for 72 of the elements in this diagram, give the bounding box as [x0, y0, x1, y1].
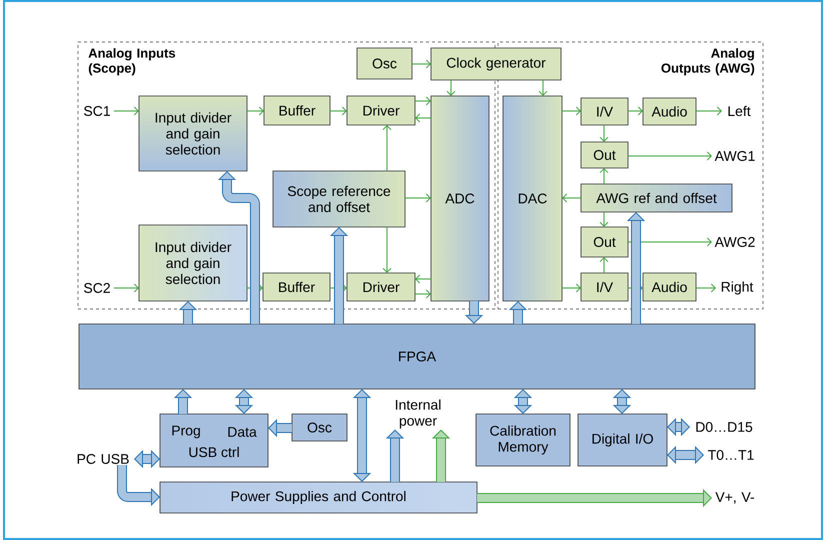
arrow — [412, 60, 431, 68]
signal-label: T0…T1 — [708, 450, 754, 460]
signal-label: SC2 — [84, 283, 110, 293]
process-box: I/V — [580, 98, 628, 126]
arrow — [600, 257, 608, 274]
block-arrow — [134, 450, 160, 468]
process-box: Digital I/O — [578, 414, 668, 466]
signal-label: D0…D15 — [696, 422, 752, 432]
process-box: Buffer — [262, 272, 330, 302]
block-arrow — [667, 446, 704, 464]
arrow — [382, 226, 392, 273]
arrow — [562, 284, 581, 292]
process-box: Calibration Memory — [476, 414, 570, 466]
arrow — [404, 194, 431, 202]
arrow — [246, 106, 264, 116]
process-box: Osc — [356, 48, 412, 80]
arrow — [246, 284, 263, 292]
arrow — [382, 125, 392, 172]
block-arrow — [612, 389, 632, 414]
arrow — [114, 284, 139, 292]
block-arrow — [667, 418, 690, 436]
process-box: ADC — [430, 96, 490, 302]
signal-label: Left — [728, 106, 751, 116]
arrow — [696, 284, 716, 292]
block-arrow — [352, 389, 372, 482]
process-box: DAC — [502, 96, 562, 302]
signal-label: V+, V- — [715, 492, 754, 504]
signal-label: SC1 — [84, 106, 110, 116]
process-box: FPGA — [78, 324, 756, 390]
signal-label: Internal power — [396, 399, 440, 429]
process-box: Osc — [292, 414, 348, 442]
process-box: Power Supplies and Control — [160, 482, 478, 514]
process-box: Buffer — [264, 96, 330, 126]
arrow — [600, 124, 608, 142]
process-box: Audio — [642, 98, 696, 126]
process-box: Driver — [346, 96, 416, 126]
process-box: AWG ref and offset — [580, 184, 732, 212]
arrow — [415, 114, 432, 122]
arrow — [696, 106, 722, 116]
arrow — [538, 80, 548, 96]
arrow — [562, 106, 581, 116]
signal-label: PC USB — [78, 454, 129, 464]
signal-label: AWG1 — [714, 151, 755, 161]
arrow — [628, 238, 712, 246]
process-box: Out — [580, 142, 628, 168]
arrow — [414, 96, 431, 106]
process-box: Input divider and gain selection — [138, 224, 248, 302]
signal-label: AWG2 — [714, 237, 755, 247]
arrow — [114, 106, 139, 116]
arrow — [628, 152, 712, 160]
arrow — [628, 106, 643, 116]
arrow — [330, 284, 347, 292]
arrow — [562, 194, 582, 202]
block-arrow — [234, 389, 254, 414]
arrow — [600, 168, 608, 184]
process-box: I/V — [580, 272, 628, 302]
process-box: Prog Data USB ctrl — [160, 414, 268, 468]
arrow — [414, 290, 431, 298]
process-box: Scope reference and offset — [272, 170, 406, 228]
arrow — [628, 284, 643, 292]
process-box: Driver — [346, 272, 416, 302]
signal-label: Right — [722, 281, 754, 295]
process-box: Input divider and gain selection — [138, 96, 248, 172]
process-box: Audio — [642, 272, 696, 302]
process-box: Clock generator — [430, 48, 562, 80]
process-box: Out — [580, 226, 628, 258]
arrow — [600, 212, 608, 227]
arrow — [415, 274, 432, 284]
arrow — [330, 106, 347, 116]
block-arrow — [514, 389, 532, 414]
block-arrow — [218, 171, 260, 324]
arrow — [446, 80, 456, 96]
